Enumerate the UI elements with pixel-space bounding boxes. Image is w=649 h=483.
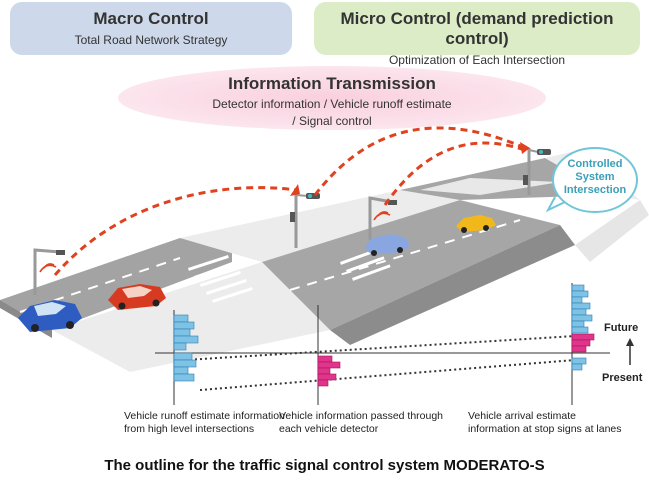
controlled-line-3: Intersection [563, 184, 627, 196]
caption-right-line-2: information at stop signs at lanes [468, 423, 622, 435]
arrival-estimate-bars [571, 284, 593, 371]
controlled-line-2: System [575, 171, 615, 183]
caption-runoff-estimate: Vehicle runoff estimate information from… [124, 410, 285, 436]
projection-line-upper [184, 335, 576, 361]
caption-arrival-estimate: Vehicle arrival estimate information at … [468, 410, 622, 436]
caption-left-line-2: from high level intersections [124, 423, 255, 435]
lane-markings [19, 219, 521, 313]
car-red-icon [108, 284, 166, 310]
detector-heads [56, 200, 397, 255]
caption-right-line-1: Vehicle arrival estimate [468, 410, 576, 422]
caption-mid-line-2: each vehicle detector [279, 423, 379, 435]
caption-detector-passage: Vehicle information passed through each … [279, 410, 443, 436]
information-transmission-ellipse: Information Transmission Detector inform… [118, 66, 546, 130]
detector-wave-icon [39, 211, 391, 273]
controlled-intersection-label: Controlled System Intersection [555, 158, 635, 197]
info-title: Information Transmission [228, 74, 436, 93]
caption-left-line-1: Vehicle runoff estimate information [124, 410, 285, 422]
projection-line-lower [199, 359, 576, 391]
car-lightblue-icon [364, 234, 410, 256]
info-line-2: / Signal control [292, 114, 372, 128]
detector-passage-bars [317, 355, 341, 387]
macro-control-title: Macro Control [93, 9, 209, 28]
micro-control-subtitle: Optimization of Each Intersection [388, 53, 566, 67]
macro-control-box: Macro Control Total Road Network Strateg… [10, 2, 292, 55]
car-blue-icon [18, 300, 82, 332]
traffic-signal-icon [523, 148, 551, 195]
micro-control-box: Micro Control (demand prediction control… [314, 2, 640, 67]
info-line-1: Detector information / Vehicle runoff es… [212, 97, 452, 111]
micro-control-title: Micro Control (demand prediction control… [340, 9, 614, 48]
present-label: Present [602, 372, 643, 384]
runoff-estimate-bars [173, 314, 199, 382]
controlled-line-1: Controlled [567, 158, 623, 170]
car-yellow-icon [456, 215, 496, 233]
future-arrow-head [626, 338, 634, 346]
crosswalk [188, 248, 391, 303]
arrival-present-bars [571, 333, 595, 353]
macro-control-subtitle: Total Road Network Strategy [74, 33, 228, 47]
transmission-arrows [53, 126, 526, 276]
figure-caption: The outline for the traffic signal contr… [104, 457, 545, 474]
arrow-heads [290, 142, 530, 196]
future-label: Future [604, 322, 639, 334]
controlled-intersection-bubble [545, 147, 638, 213]
detector-poles [33, 196, 393, 295]
caption-mid-line-1: Vehicle information passed through [279, 410, 444, 422]
